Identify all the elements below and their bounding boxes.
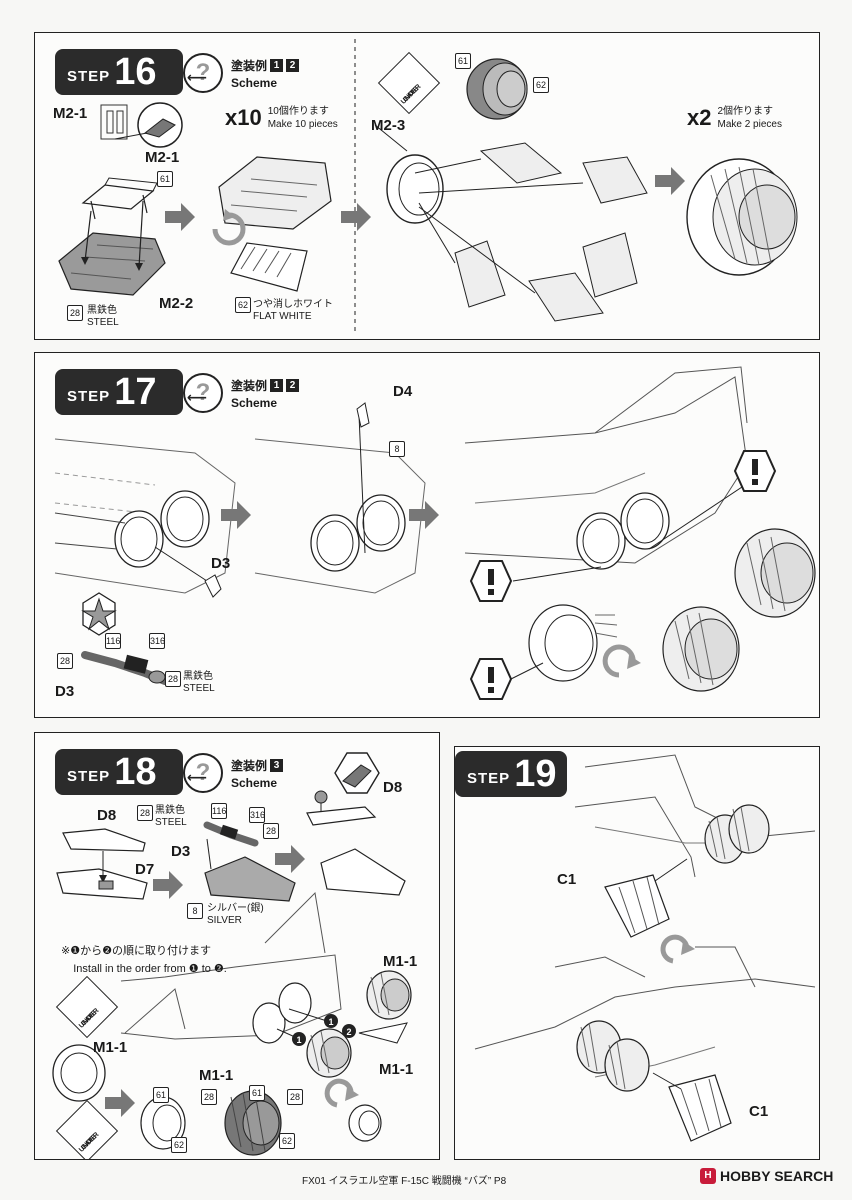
scheme-num-3: 3: [270, 758, 284, 772]
paint-28-a: 28: [57, 653, 73, 669]
part-d8-label-b: D8: [97, 807, 117, 824]
step-word: STEP: [67, 387, 111, 405]
step-number: 18: [114, 751, 157, 793]
scheme-num-2: 2: [286, 58, 300, 72]
paint-61-a: 61: [157, 171, 173, 187]
install-order-note: ※❶から❷の順に取り付けます Install in the order from…: [61, 945, 227, 975]
paint-8: 8: [389, 441, 405, 457]
step-18-drawing: 1 2 1: [52, 752, 412, 1156]
part-m1-1-label: M1-1: [383, 953, 418, 970]
part-d3-label-b: D3: [55, 683, 75, 700]
step-number: 16: [114, 51, 157, 93]
paint-316: 316: [149, 633, 165, 649]
paint-28: 28: [67, 305, 83, 321]
part-d3-label: D3: [171, 843, 191, 860]
paint-scheme-icon: ?⟵: [183, 753, 223, 793]
scheme-num-1: 1: [270, 378, 284, 392]
part-m2-1-label: M2-1: [53, 105, 88, 122]
logo-text: HOBBY SEARCH: [720, 1168, 834, 1184]
part-m2-1-label-b: M2-1: [145, 149, 180, 166]
part-d4-label: D4: [393, 383, 413, 400]
step-19-badge: STEP 19: [455, 751, 567, 797]
paint-28-d: 28: [287, 1089, 303, 1105]
part-m1-1-label-c: M1-1: [93, 1039, 128, 1056]
scheme-jp: 塗装例: [231, 378, 268, 393]
step-word: STEP: [67, 67, 111, 85]
svg-text:1: 1: [296, 1035, 301, 1045]
paint-61-b: 61: [455, 53, 471, 69]
logo-mark: H: [700, 1168, 716, 1184]
paint-28-c: 28: [201, 1089, 217, 1105]
step-word: STEP: [67, 767, 111, 785]
step-number: 17: [114, 371, 157, 413]
paint-62-b: 62: [235, 297, 251, 313]
part-m1-1-label-b: M1-1: [379, 1061, 414, 1078]
caution-icon: [733, 450, 777, 492]
paint-116: 116: [211, 803, 227, 819]
step-18-badge: STEP 18: [55, 749, 183, 795]
part-m2-2-label: M2-2: [159, 295, 194, 312]
hobby-search-logo: H HOBBY SEARCH: [700, 1168, 833, 1184]
scheme-jp: 塗装例: [231, 58, 268, 73]
part-m1-1-label-d: M1-1: [199, 1067, 234, 1084]
step-19-drawing: [474, 754, 816, 1142]
paint-8: 8: [187, 903, 203, 919]
part-c1-label-b: C1: [749, 1103, 769, 1120]
scheme-jp: 塗装例: [231, 758, 268, 773]
step-19-panel: STEP 19 C1 C1: [454, 746, 820, 1160]
svg-text:1: 1: [328, 1017, 333, 1027]
scheme-en: Scheme: [231, 395, 278, 410]
scheme-en: Scheme: [231, 775, 278, 790]
step-16-drawing: [58, 39, 798, 333]
paint-28-b: 28: [263, 823, 279, 839]
part-d8-label: D8: [383, 779, 403, 796]
paint-62-a: 62: [533, 77, 549, 93]
part-d7-label: D7: [135, 861, 155, 878]
paint-scheme-icon: ?⟵: [183, 373, 223, 413]
paint-62-a: 62: [171, 1137, 187, 1153]
page-footer-text: FX01 イスラエル空軍 F-15C 戦闘機 “バズ” P8: [302, 1176, 507, 1187]
caution-icon: [469, 658, 513, 700]
step-16-badge: STEP 16: [55, 49, 183, 95]
part-m2-3-label: M2-3: [371, 117, 406, 134]
scheme-num-2: 2: [286, 378, 300, 392]
paint-116: 116: [105, 633, 121, 649]
paint-28-a: 28: [137, 805, 153, 821]
paint-scheme-icon: ?⟵: [183, 53, 223, 93]
silver-color-label: シルバー(銀)SILVER: [207, 903, 264, 926]
part-d3-label: D3: [211, 555, 231, 572]
paint-62-b: 62: [279, 1133, 295, 1149]
step-17-drawing: [54, 366, 816, 692]
step-word: STEP: [467, 769, 511, 787]
paint-28-b: 28: [165, 671, 181, 687]
step-17-badge: STEP 17: [55, 369, 183, 415]
scheme-en: Scheme: [231, 75, 278, 90]
paint-316: 316: [249, 807, 265, 823]
paint-61-a: 61: [153, 1087, 169, 1103]
caution-icon: [469, 560, 513, 602]
paint-61-b: 61: [249, 1085, 265, 1101]
part-c1-label: C1: [557, 871, 577, 888]
scheme-num-1: 1: [270, 58, 284, 72]
svg-text:2: 2: [346, 1027, 351, 1037]
step-number: 19: [514, 753, 557, 795]
